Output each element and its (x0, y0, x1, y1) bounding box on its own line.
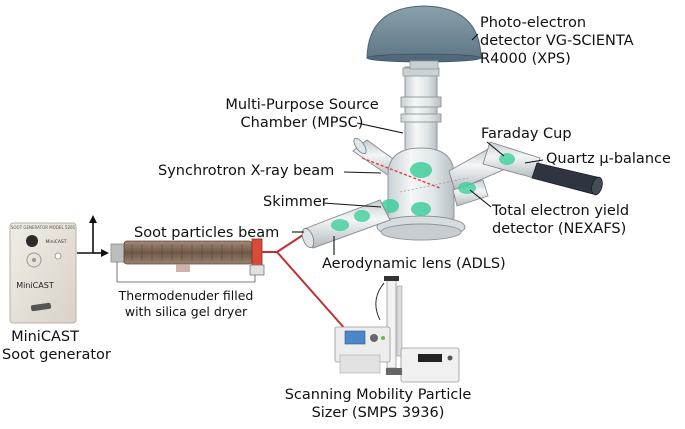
mpsc-label-line2: Chamber (MPSC) (240, 115, 364, 131)
smps-label: Scanning Mobility Particle Sizer (SMPS 3… (268, 386, 488, 422)
tey-label-line2: detector (NEXAFS) (492, 221, 627, 237)
detector-label-line2: detector VG-SCIENTA (480, 33, 634, 49)
adls-label: Aerodynamic lens (ADLS) (322, 256, 506, 272)
smps-instrument (334, 276, 460, 383)
minicast-device: SOOT GENERATOR MODEL 5201 MiniCAST MiniC… (9, 222, 77, 324)
synchrotron-label: Synchrotron X-ray beam (158, 163, 335, 179)
minicast-label: MiniCAST Soot generator (2, 328, 111, 364)
minicast-knob (26, 235, 38, 247)
smps-label-line2: Sizer (SMPS 3936) (311, 405, 445, 421)
mpsc-label-line1: Multi-Purpose Source (225, 97, 379, 113)
thermodenuder-label: Thermodenuder filled with silica gel dry… (101, 288, 271, 320)
skimmer-label: Skimmer (263, 194, 328, 210)
faraday-cup-element (499, 153, 515, 165)
minicast-label-line1: MiniCAST (11, 329, 79, 345)
thermodenuder (110, 238, 265, 283)
sample-tubing (262, 234, 347, 331)
thermodenuder-label-line1: Thermodenuder filled (118, 288, 254, 303)
leader-lines (292, 33, 544, 255)
detector-label-line3: R4000 (XPS) (480, 51, 571, 67)
tey-label: Total electron yield detector (NEXAFS) (492, 202, 629, 238)
vacuum-chamber (301, 5, 603, 249)
quartz-balance-label: Quartz µ-balance (546, 151, 671, 167)
xray-beam-line (361, 157, 441, 189)
minicast-outlet-arrows (77, 215, 109, 257)
minicast-name-text: MiniCAST (16, 281, 54, 290)
mpsc-label: Multi-Purpose Source Chamber (MPSC) (212, 96, 392, 132)
detector-label-line1: Photo-electron (480, 15, 587, 31)
smps-label-line1: Scanning Mobility Particle (284, 387, 472, 403)
detector-label: Photo-electron detector VG-SCIENTA R4000… (480, 14, 633, 68)
minicast-header-text: SOOT GENERATOR MODEL 5201 (11, 225, 76, 230)
minicast-label-line2: Soot generator (2, 347, 111, 363)
minicast-brand-text: MiniCAST (45, 239, 66, 245)
tey-label-line1: Total electron yield (492, 203, 630, 219)
soot-beam-label: Soot particles beam (134, 225, 280, 241)
skimmer-element (381, 199, 399, 213)
thermodenuder-label-line2: with silica gel dryer (124, 304, 248, 319)
minicast-burner (30, 302, 52, 312)
faraday-cup-label: Faraday Cup (481, 126, 572, 142)
